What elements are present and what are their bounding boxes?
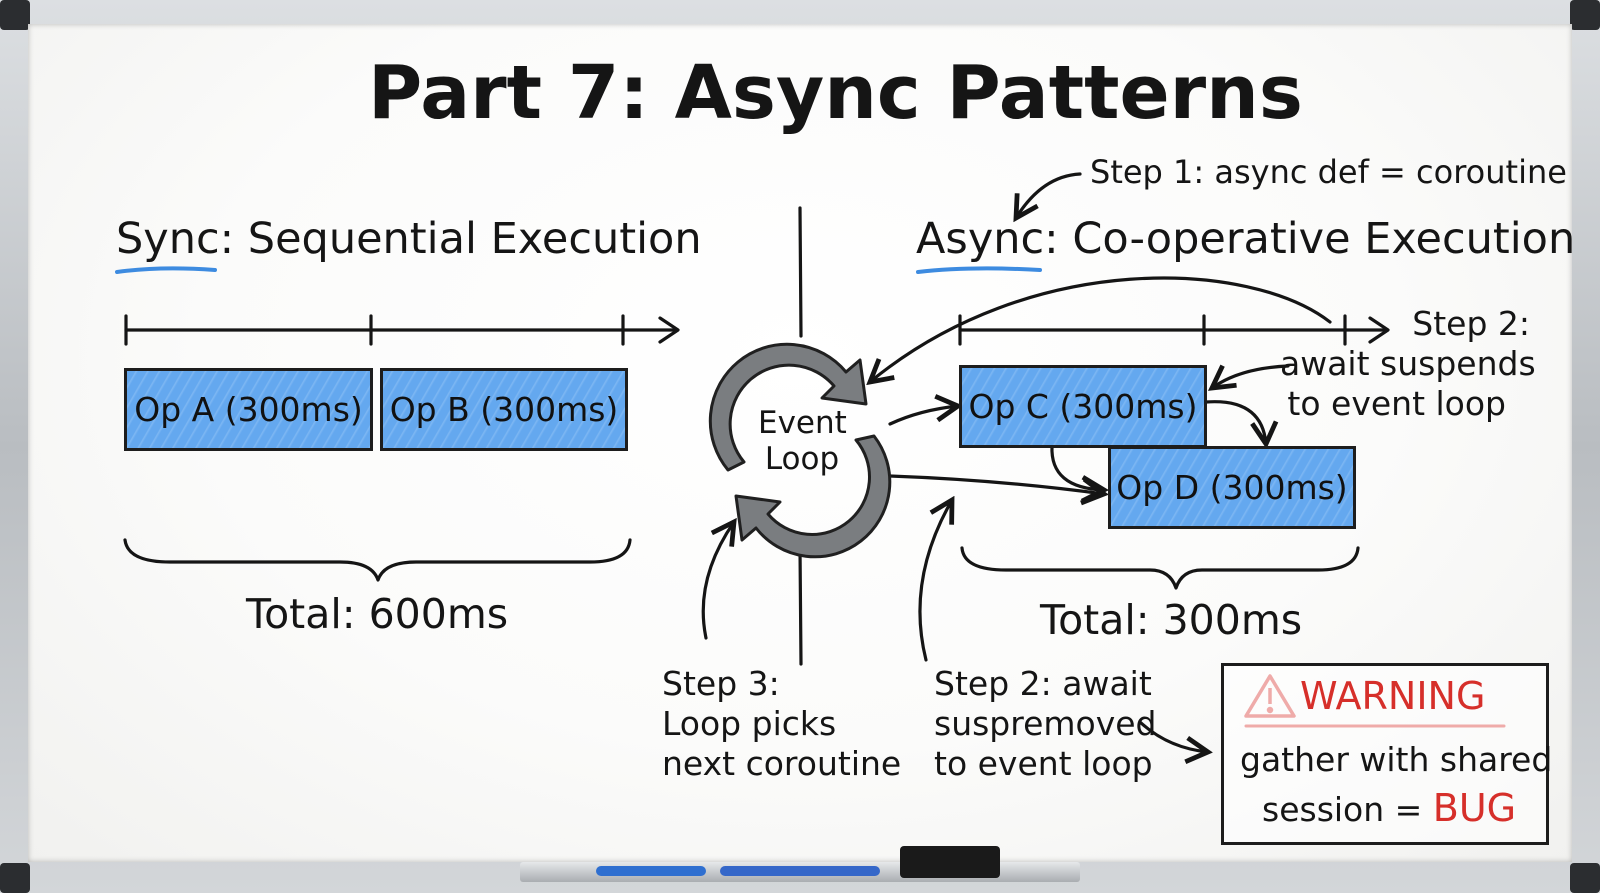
warning-line-2: session = BUG bbox=[1262, 788, 1516, 830]
frame-corner-bottom-left bbox=[0, 863, 30, 893]
center-divider-top bbox=[798, 206, 803, 338]
warning-bug-text: BUG bbox=[1432, 786, 1517, 830]
step2-top-annotation: Step 2: await suspends to event loop bbox=[1280, 304, 1536, 424]
step3-line-3: next coroutine bbox=[662, 744, 902, 783]
op-d-block: Op D (300ms) bbox=[1108, 446, 1356, 529]
warning-line-1: gather with shared bbox=[1240, 740, 1553, 779]
step1-annotation: Step 1: async def = coroutine bbox=[1090, 153, 1567, 191]
async-brace bbox=[960, 546, 1360, 590]
step2-bottom-line-3: to event loop bbox=[934, 744, 1153, 783]
frame-corner-top-left bbox=[0, 0, 30, 30]
frame-corner-bottom-right bbox=[1570, 863, 1600, 893]
warning-title: WARNING bbox=[1300, 674, 1486, 718]
async-underline bbox=[916, 266, 1042, 274]
event-loop-line-2: Loop bbox=[764, 441, 840, 477]
event-loop-line-1: Event bbox=[758, 405, 847, 441]
step2-top-line-3: to event loop bbox=[1287, 384, 1506, 423]
sync-heading-keyword: Sync bbox=[116, 214, 220, 264]
sync-heading-rest: : Sequential Execution bbox=[219, 214, 702, 264]
async-total: Total: 300ms bbox=[1040, 596, 1303, 644]
refresh-cycle-icon bbox=[708, 342, 892, 559]
step2-top-line-2: await suspends bbox=[1280, 344, 1536, 383]
center-divider-bottom bbox=[798, 546, 803, 666]
warning-line-2-text: session = bbox=[1262, 790, 1433, 829]
step2-bottom-line-1: Step 2: await bbox=[934, 664, 1152, 703]
sync-total: Total: 600ms bbox=[246, 590, 509, 638]
sync-brace bbox=[123, 538, 632, 582]
blue-marker bbox=[596, 866, 706, 876]
step3-line-1: Step 3: bbox=[662, 664, 780, 703]
async-heading: Async: Co-operative Execution bbox=[916, 214, 1575, 264]
step3-line-2: Loop picks bbox=[662, 704, 837, 743]
page-title: Part 7: Async Patterns bbox=[368, 50, 1303, 136]
eraser bbox=[900, 846, 1000, 878]
op-c-block: Op C (300ms) bbox=[959, 365, 1207, 448]
op-b-block: Op B (300ms) bbox=[380, 368, 628, 451]
step3-annotation: Step 3: Loop picks next coroutine bbox=[662, 664, 901, 784]
warning-box bbox=[1221, 663, 1549, 845]
step2-bottom-line-2: suspremoved bbox=[934, 704, 1157, 743]
op-a-block: Op A (300ms) bbox=[124, 368, 373, 451]
async-heading-rest: : Co-operative Execution bbox=[1044, 214, 1576, 264]
event-loop-label: Event Loop bbox=[758, 405, 847, 477]
step2-top-line-1: Step 2: bbox=[1412, 304, 1530, 343]
frame-corner-top-right bbox=[1570, 0, 1600, 30]
sync-heading: Sync: Sequential Execution bbox=[116, 214, 702, 264]
sync-underline bbox=[115, 266, 217, 274]
async-heading-keyword: Async bbox=[916, 214, 1045, 264]
blue-marker-2 bbox=[720, 866, 880, 876]
step2-bottom-annotation: Step 2: await suspremoved to event loop bbox=[934, 664, 1157, 784]
